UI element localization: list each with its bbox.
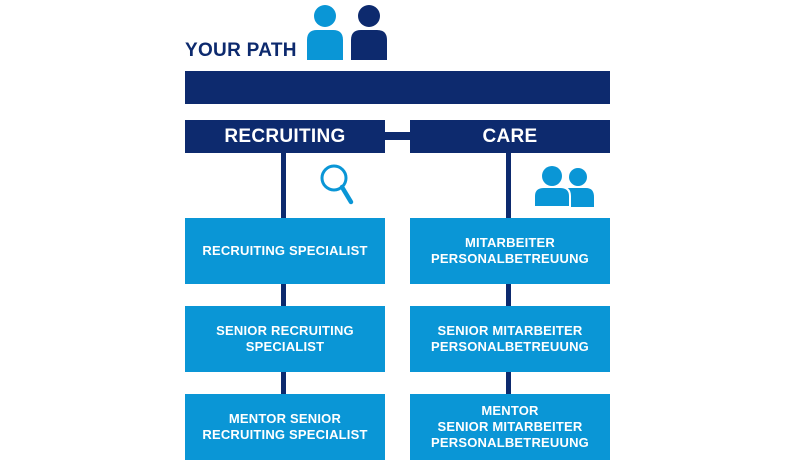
box-mentor-senior-recruiting-specialist: MENTOR SENIOR RECRUITING SPECIALIST	[185, 394, 385, 460]
header-care: CARE	[410, 120, 610, 153]
top-bar	[185, 71, 610, 104]
box-mentor-senior-mitarbeiter-personalbetreuung: MENTOR SENIOR MITARBEITER PERSONALBETREU…	[410, 394, 610, 460]
people-pair-icon	[533, 166, 594, 208]
connector-right-1	[506, 153, 511, 218]
box-mitarbeiter-personalbetreuung: MITARBEITER PERSONALBETREUUNG	[410, 218, 610, 284]
connector-left-1	[281, 153, 286, 218]
box-senior-mitarbeiter-personalbetreuung: SENIOR MITARBEITER PERSONALBETREUUNG	[410, 306, 610, 372]
connector-right-3	[506, 372, 511, 394]
two-people-icon	[307, 5, 387, 60]
header-recruiting: RECRUITING	[185, 120, 385, 153]
connector-left-2	[281, 284, 286, 306]
connector-left-3	[281, 372, 286, 394]
page-title: YOUR PATH	[185, 40, 297, 61]
header-connector	[385, 132, 411, 140]
connector-right-2	[506, 284, 511, 306]
magnifier-icon	[320, 164, 354, 205]
box-senior-recruiting-specialist: SENIOR RECRUITING SPECIALIST	[185, 306, 385, 372]
box-recruiting-specialist: RECRUITING SPECIALIST	[185, 218, 385, 284]
